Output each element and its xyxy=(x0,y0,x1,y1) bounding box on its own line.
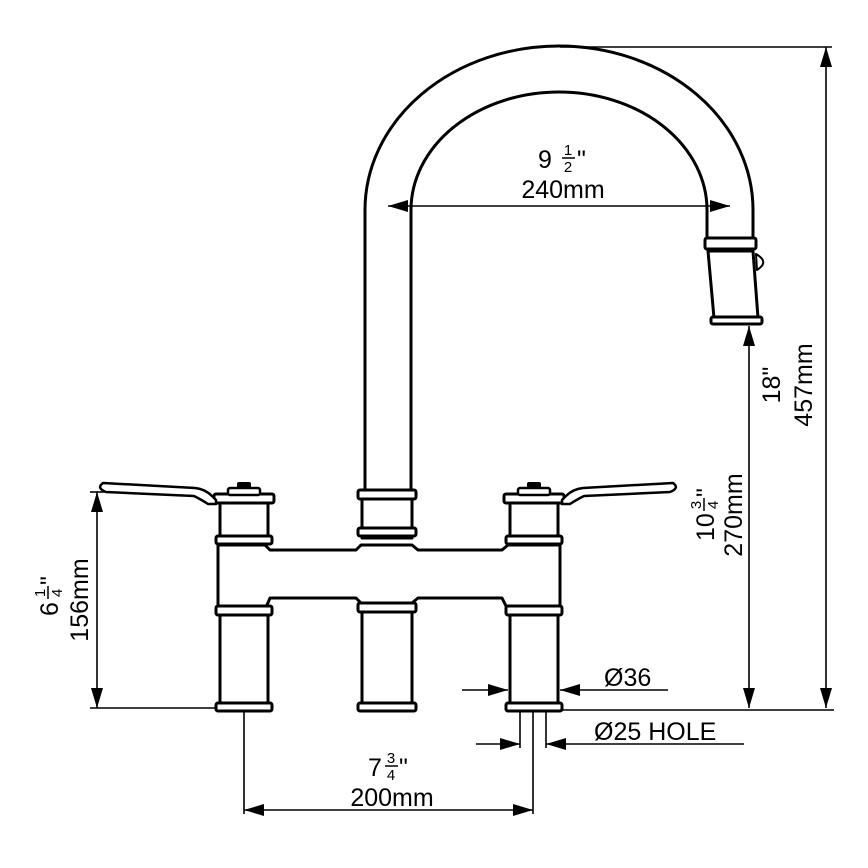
spout-height-arrow-bottom xyxy=(743,688,755,708)
right-lever-cap xyxy=(516,486,552,497)
centre-leg-bottom-ring xyxy=(356,701,418,713)
body-height-arrow-top xyxy=(91,492,103,512)
spout-height-inch-mark: " xyxy=(692,488,720,497)
body-height-mm-label: 156mm xyxy=(66,558,94,641)
shank-arrow-left xyxy=(488,684,508,696)
body-height-mm: 156mm xyxy=(66,558,94,641)
hole-diameter-label: Ø25 HOLE xyxy=(594,718,716,746)
spout-height-inch-den: 4 xyxy=(705,501,722,509)
total-height-inch: 18" xyxy=(758,367,786,404)
dimension-lines xyxy=(90,46,834,816)
right-lever-knob xyxy=(527,482,541,489)
body-height-label: 6 1 4 " xyxy=(32,576,66,616)
centres-inch-whole: 7 xyxy=(368,754,382,782)
centres-inch-num: 3 xyxy=(387,750,395,767)
centres-arrow-right xyxy=(513,804,533,816)
right-leg-top-ring xyxy=(504,604,564,617)
total-height-inch-label: 18" xyxy=(758,367,786,404)
body-height-arrow-bottom xyxy=(91,688,103,708)
right-lever-handle xyxy=(560,481,678,506)
centre-riser-top-ring xyxy=(356,488,418,501)
spout-reach-label: 9 1 2 " 240mm xyxy=(521,142,604,204)
spout-reach-inch-whole: 9 xyxy=(538,146,552,174)
spray-head-button xyxy=(755,253,765,271)
left-lever-cap xyxy=(226,486,262,497)
spray-head xyxy=(706,249,760,320)
centre-riser-mid-ring xyxy=(356,526,418,538)
right-riser-upper xyxy=(508,498,560,542)
spout-height-inch-whole: 10 xyxy=(692,513,720,541)
centres-inch-mark: " xyxy=(399,754,408,782)
right-riser-mid-ring xyxy=(504,534,564,546)
body-height-inch-whole: 6 xyxy=(36,602,64,616)
spray-head-outlet xyxy=(709,315,764,326)
total-height-mm: 457mm xyxy=(790,343,818,426)
right-leg xyxy=(508,610,560,706)
spray-head-collar xyxy=(703,236,758,251)
body-height-inch-den: 4 xyxy=(49,589,66,597)
spout-reach-inch-mark: " xyxy=(577,146,586,174)
left-lever-handle xyxy=(98,481,218,506)
bridge-body xyxy=(216,543,562,612)
spout-reach-inch-den: 2 xyxy=(564,159,572,176)
centre-leg-top-ring xyxy=(356,601,418,614)
centres-inch-den: 4 xyxy=(387,767,395,784)
total-height-label: 457mm xyxy=(790,343,818,426)
body-height-inch-mark: " xyxy=(36,576,64,585)
left-leg-top-ring xyxy=(214,604,274,617)
shank-diameter-label: Ø36 xyxy=(604,664,651,692)
spout-height-inch-num: 3 xyxy=(688,501,705,509)
faucet-outline xyxy=(98,44,765,713)
spout-inner-curve xyxy=(409,90,709,494)
left-riser-upper xyxy=(218,498,270,542)
centres-label: 7 3 4 " 200mm xyxy=(350,750,433,812)
centre-leg xyxy=(360,606,414,706)
spout-reach-inch-num: 1 xyxy=(564,142,572,159)
left-leg-bottom-ring xyxy=(214,701,274,713)
left-riser-mid-ring xyxy=(214,534,274,546)
right-leg-bottom-ring xyxy=(504,701,564,713)
spout-reach-arrow-right xyxy=(710,200,730,212)
spout-height-mm-label: 270mm xyxy=(720,473,748,556)
left-leg xyxy=(218,610,270,706)
total-height-arrow-bottom xyxy=(820,688,832,708)
total-height-arrow-top xyxy=(820,47,832,67)
hole-arrow-right xyxy=(546,738,566,750)
left-lever-knob xyxy=(237,482,251,489)
spout-height-arrow-top xyxy=(743,326,755,346)
shank-arrow-right xyxy=(560,684,580,696)
hole-arrow-left xyxy=(500,738,520,750)
spout-reach-mm: 240mm xyxy=(521,176,604,204)
spout-reach-arrow-left xyxy=(388,200,408,212)
centres-mm: 200mm xyxy=(350,784,433,812)
spout-height-mm: 270mm xyxy=(720,473,748,556)
dimension-labels: 9 1 2 " 240mm 457mm 18" 10 3 4 " 270mm 6 xyxy=(32,142,818,812)
spout-outer-curve xyxy=(363,44,755,494)
body-height-inch-num: 1 xyxy=(32,589,49,597)
spout-height-label: 10 3 4 " xyxy=(688,488,722,541)
centres-arrow-left xyxy=(244,804,264,816)
